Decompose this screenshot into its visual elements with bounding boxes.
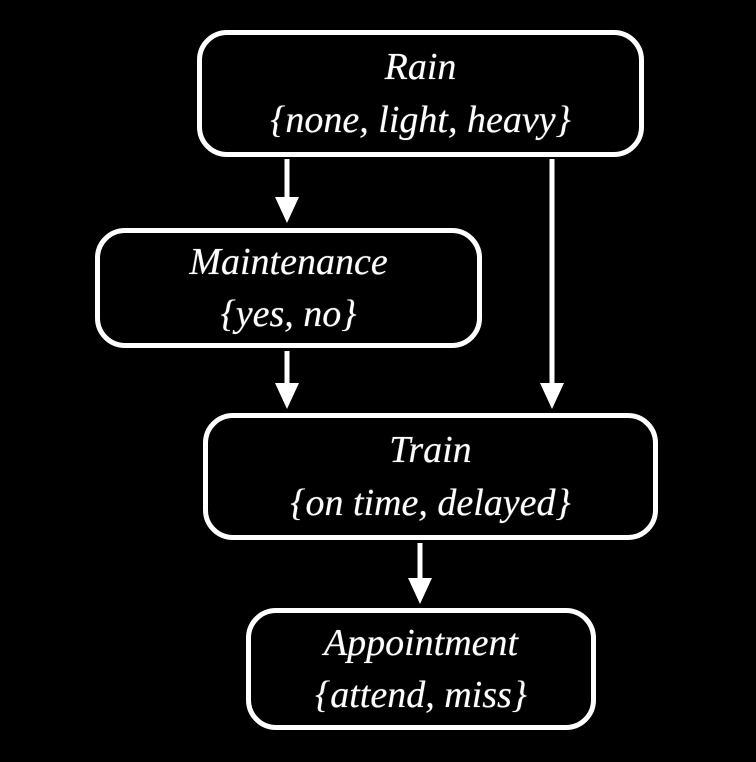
- node-appointment-values: {attend, miss}: [315, 674, 527, 716]
- node-train-title: Train: [389, 429, 472, 472]
- node-train: Train {on time, delayed}: [203, 413, 658, 540]
- node-rain-values: {none, light, heavy}: [270, 98, 571, 141]
- node-maintenance: Maintenance {yes, no}: [95, 228, 482, 348]
- node-rain-title: Rain: [384, 46, 457, 89]
- node-maintenance-values: {yes, no}: [220, 293, 357, 335]
- edge-train-to-appointment: [408, 543, 432, 604]
- edge-maintenance-to-train: [275, 351, 299, 409]
- node-train-values: {on time, delayed}: [290, 481, 571, 524]
- node-rain: Rain {none, light, heavy}: [197, 30, 644, 157]
- node-maintenance-title: Maintenance: [189, 240, 388, 283]
- edge-rain-to-train: [540, 159, 564, 409]
- node-appointment: Appointment {attend, miss}: [246, 608, 596, 730]
- edge-rain-to-maintenance: [275, 159, 299, 223]
- node-appointment-title: Appointment: [323, 621, 519, 664]
